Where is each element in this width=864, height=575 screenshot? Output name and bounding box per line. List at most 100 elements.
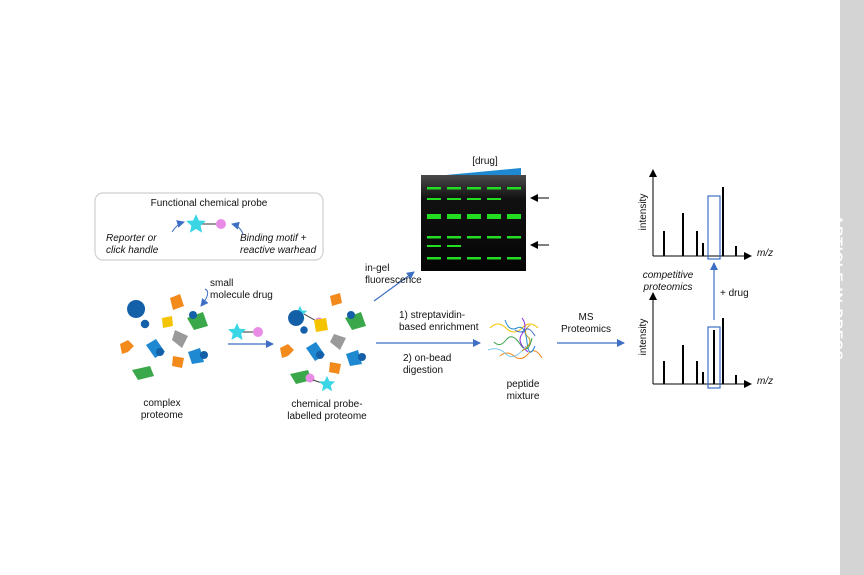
ms-label-line1: MS <box>579 312 594 323</box>
peptide-strand <box>504 319 536 353</box>
drug-pointer-arrow <box>200 288 209 307</box>
gel-band <box>507 214 521 219</box>
gel-band <box>427 257 441 260</box>
drug-dot <box>200 351 208 359</box>
protein-shape <box>170 294 184 310</box>
drug-dot <box>358 353 366 361</box>
protein-shape <box>330 293 342 306</box>
highlight-box <box>707 326 721 389</box>
peptide-label-line1: peptide <box>507 379 540 390</box>
peptide-strand <box>519 317 529 353</box>
probe-star-icon <box>318 375 336 392</box>
workflow-diagram: Functional chemical probe Reporter or cl… <box>94 156 773 422</box>
drug-dot <box>156 348 164 356</box>
protein-shape <box>162 316 173 328</box>
peptide-strand <box>489 323 539 333</box>
peptide-strand <box>487 345 527 358</box>
competitive-label-line1: competitive <box>643 270 694 281</box>
gel-band <box>427 214 441 219</box>
in-gel-arrow <box>373 271 415 302</box>
gel-band <box>427 245 441 247</box>
warhead-label-line2: reactive warhead <box>240 245 317 256</box>
protein-shape <box>188 348 204 364</box>
reporter-label-line2: click handle <box>106 245 159 256</box>
gel-band <box>507 187 521 190</box>
labelled-proteome-label-line1: chemical probe- <box>291 399 362 410</box>
gel-band <box>467 198 481 200</box>
drug-dot <box>316 351 324 359</box>
gel-band <box>447 245 461 247</box>
protein-shape <box>329 362 341 374</box>
gel-band <box>427 198 441 200</box>
probe-ball-icon <box>305 373 315 383</box>
gel-bands <box>427 187 521 260</box>
step1-label-line1: 1) streptavidin- <box>399 310 465 321</box>
drug-gradient-wedge <box>446 168 521 175</box>
gel-band <box>487 257 501 260</box>
gel-band <box>467 187 481 190</box>
gel-band <box>487 198 501 200</box>
gel-band <box>487 236 501 239</box>
gel-band <box>487 214 501 219</box>
protein-shape <box>127 300 146 318</box>
peptide-strand <box>499 350 543 360</box>
gel-band <box>487 187 501 190</box>
complex-proteome-cluster <box>120 294 208 380</box>
gel-band <box>447 257 461 260</box>
gel-band <box>467 257 481 260</box>
drug-dot <box>189 311 197 319</box>
y-axis-label: intensity <box>638 319 649 356</box>
reporter-label-line1: Reporter or <box>106 233 157 244</box>
labelled-proteome-label-line2: labelled proteome <box>287 411 367 422</box>
peptide-strand <box>493 336 533 350</box>
drug-label-line2: molecule drug <box>210 290 273 301</box>
protein-shape <box>280 344 294 358</box>
gel-band <box>427 236 441 239</box>
side-banner <box>840 0 864 575</box>
protein-shape <box>172 356 184 368</box>
gel-band <box>507 236 521 239</box>
protein-pocket <box>139 318 151 330</box>
drug-label-line1: small <box>210 278 233 289</box>
peptide-mixture-squiggles <box>487 317 543 360</box>
step2-label-line1: 2) on-bead <box>403 353 451 364</box>
competitive-label-line2: proteomics <box>643 282 693 293</box>
peptide-strand <box>514 328 536 337</box>
probe-box-title: Functional chemical probe <box>151 198 268 209</box>
probe-star-icon <box>228 323 246 340</box>
protein-shape <box>330 334 346 350</box>
plus-drug-label: + drug <box>720 288 749 299</box>
x-axis-label: m/z <box>757 248 773 259</box>
gel-drug-label: [drug] <box>472 156 498 167</box>
gel-band <box>467 236 481 239</box>
y-axis-label: intensity <box>638 194 649 231</box>
gel-band <box>447 187 461 190</box>
step1-label-line2: based enrichment <box>399 322 479 333</box>
highlight-box <box>707 195 721 260</box>
x-axis-label: m/z <box>757 376 773 387</box>
labelled-proteome-cluster <box>280 293 366 392</box>
probe-legend-box: Functional chemical probe Reporter or cl… <box>94 192 324 261</box>
complex-proteome-label-line2: proteome <box>141 410 184 421</box>
top-spectrum-chart: intensity m/z <box>638 169 773 260</box>
protein-shape <box>132 366 154 380</box>
complex-proteome-label-line1: complex <box>143 398 180 409</box>
protein-shape <box>346 350 362 366</box>
in-gel-label-line1: in-gel <box>365 263 389 274</box>
drug-dot <box>347 311 355 319</box>
in-gel-label-line2: fluorescence <box>365 275 422 286</box>
probe-ball-icon <box>253 327 263 337</box>
gel-band <box>447 214 461 219</box>
bottom-spectrum-chart: intensity m/z <box>638 292 773 389</box>
reporter-pointer-arrow <box>171 220 185 233</box>
gel-image <box>421 175 526 271</box>
gel-band <box>447 236 461 239</box>
protein-shape <box>172 330 188 348</box>
ms-label-line2: Proteomics <box>561 324 611 335</box>
gel-band <box>467 214 481 219</box>
peptide-label-line2: mixture <box>507 391 540 402</box>
warhead-pointer-arrow <box>231 221 244 235</box>
gel-band <box>427 187 441 190</box>
protein-shape <box>314 318 328 332</box>
gel-band <box>507 257 521 260</box>
